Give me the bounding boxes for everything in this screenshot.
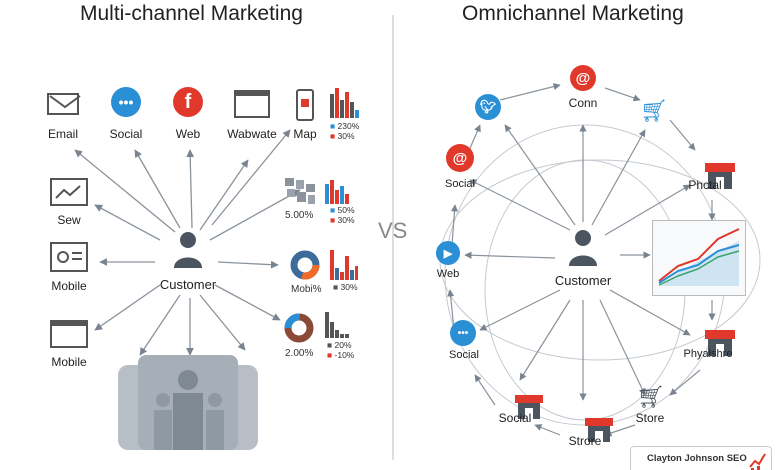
stat-legend: ■ 50%■ 30% — [330, 205, 355, 225]
channel-label: Sew — [57, 213, 81, 227]
node-label: Social — [445, 178, 475, 190]
vs-label: VS — [378, 218, 408, 243]
channel-label: Mobile — [51, 279, 87, 293]
browser-window-icon — [234, 90, 270, 118]
stat-label: Mobi% — [291, 284, 322, 295]
node-label: Web — [436, 268, 460, 280]
browser-window-icon — [50, 320, 88, 348]
line-chart-monitor-icon — [50, 178, 88, 206]
right-title: Omnichannel Marketing — [462, 2, 684, 25]
stat-legend: ■ 20%■ -10% — [327, 340, 355, 360]
facebook-icon: f — [173, 87, 203, 117]
node-label: Social — [449, 349, 479, 361]
at-sign-icon: @ — [570, 65, 596, 91]
left-arrows — [74, 129, 301, 356]
channel-label: Map — [293, 127, 317, 141]
customer-label: Customer — [554, 273, 612, 288]
stat-legend: ■ 30% — [333, 282, 358, 292]
channel-label: Wabwate — [227, 127, 277, 141]
channel-label: Web — [175, 127, 201, 141]
stat-label: 2.00% — [285, 348, 314, 359]
search-window-icon — [50, 242, 88, 272]
node-label: Store — [635, 411, 665, 425]
channel-label: Mobile — [51, 355, 87, 369]
channel-label: Email — [47, 127, 79, 141]
at-sign-icon: @ — [446, 144, 474, 172]
stat-legend: ■ 230%■ 30% — [330, 121, 360, 141]
chat-bubble-icon: ••• — [111, 87, 141, 117]
growth-chart-icon — [652, 220, 746, 296]
node-label: Phyalshre — [683, 348, 733, 360]
node-label: Strore — [568, 434, 602, 448]
stat-label: 5.00% — [285, 210, 314, 221]
node-label: Conn — [568, 96, 598, 110]
node-label: Phctal — [688, 178, 722, 192]
twitter-icon: 🐦︎ — [475, 94, 501, 120]
customer-label: Customer — [159, 277, 217, 292]
play-icon: ▶ — [436, 241, 460, 265]
envelope-icon — [47, 93, 81, 115]
smartphone-icon — [296, 89, 314, 121]
chat-bubble-icon: ••• — [450, 320, 476, 346]
brand-badge: Clayton Johnson SEO — [630, 446, 772, 470]
left-title: Multi-channel Marketing — [80, 2, 303, 25]
shopping-cart-icon: 🛒︎ — [640, 98, 668, 123]
brand-name: Clayton Johnson SEO — [647, 453, 747, 464]
shopping-cart-icon: 🛒︎ — [637, 384, 665, 409]
node-label: Social — [498, 411, 532, 425]
channel-label: Social — [109, 127, 143, 141]
